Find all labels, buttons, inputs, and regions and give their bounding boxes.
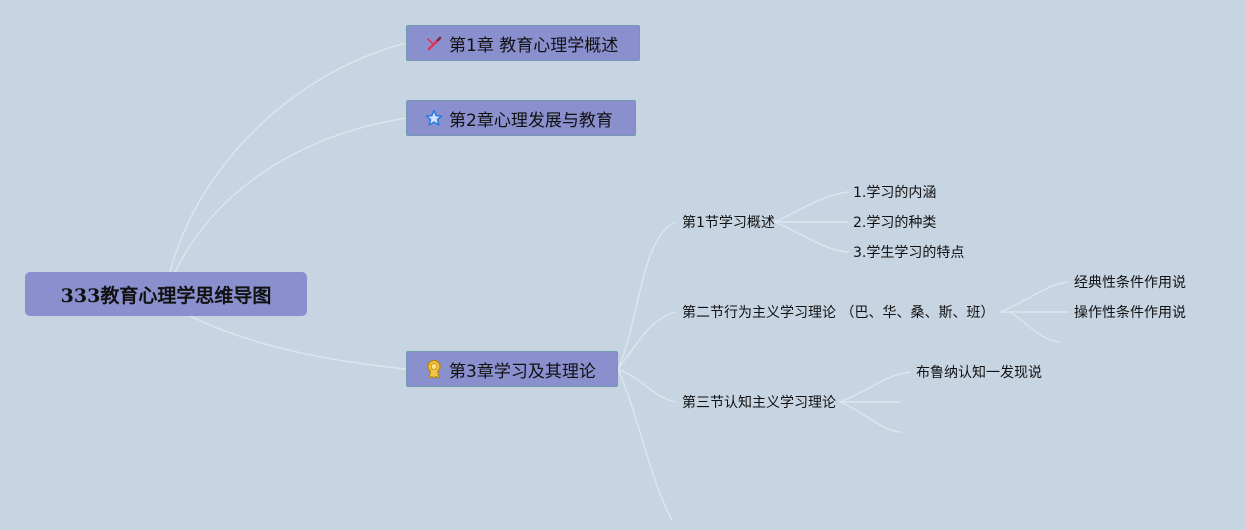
link-root-ch3 [189, 315, 407, 370]
section-2-item-2[interactable]: 操作性条件作用说 [1074, 305, 1186, 321]
root-node-label: 333教育心理学思维导图 [60, 284, 272, 307]
section-1-item-1[interactable]: 1.学习的内涵 [853, 185, 937, 201]
chapter-3-label: 第3章学习及其理论 [449, 361, 596, 382]
link-root-ch1 [169, 42, 407, 273]
chapter-3-node[interactable]: 第3章学习及其理论 [406, 351, 618, 387]
chapter-2-node[interactable]: 第2章心理发展与教育 [406, 100, 636, 136]
link-ch3-sec1 [617, 221, 676, 370]
link-root-ch2 [174, 117, 407, 273]
chapter-1-label: 第1章 教育心理学概述 [449, 35, 619, 56]
link-sec2-extra [1009, 311, 1061, 343]
section-3-item-1[interactable]: 布鲁纳认知一发现说 [916, 365, 1042, 381]
section-1-item-2[interactable]: 2.学习的种类 [853, 215, 937, 231]
section-1-item-3[interactable]: 3.学生学习的特点 [853, 245, 965, 261]
link-ch3-sec3 [617, 368, 676, 403]
link-ch3-extra [617, 368, 673, 521]
medal-icon [425, 359, 443, 379]
chapter-1-node[interactable]: 第1章 教育心理学概述 [406, 25, 640, 61]
chapter-2-label: 第2章心理发展与教育 [449, 110, 613, 131]
link-sec1-item3 [774, 221, 849, 253]
section-1-node[interactable]: 第1节学习概述 [682, 215, 775, 231]
section-3-node[interactable]: 第三节认知主义学习理论 [682, 395, 836, 411]
link-sec1-item1 [774, 191, 849, 223]
link-sec3-extra [839, 401, 901, 433]
star-icon [425, 109, 443, 127]
link-sec3-item1 [839, 371, 911, 403]
section-2-item-1[interactable]: 经典性条件作用说 [1074, 275, 1186, 291]
section-2-node[interactable]: 第二节行为主义学习理论 （巴、华、桑、斯、班） [682, 305, 995, 321]
pencil-icon [425, 34, 443, 52]
link-sec2-item1 [999, 281, 1069, 313]
root-node[interactable]: 333教育心理学思维导图 [25, 272, 307, 316]
link-ch3-sec2 [617, 311, 676, 370]
